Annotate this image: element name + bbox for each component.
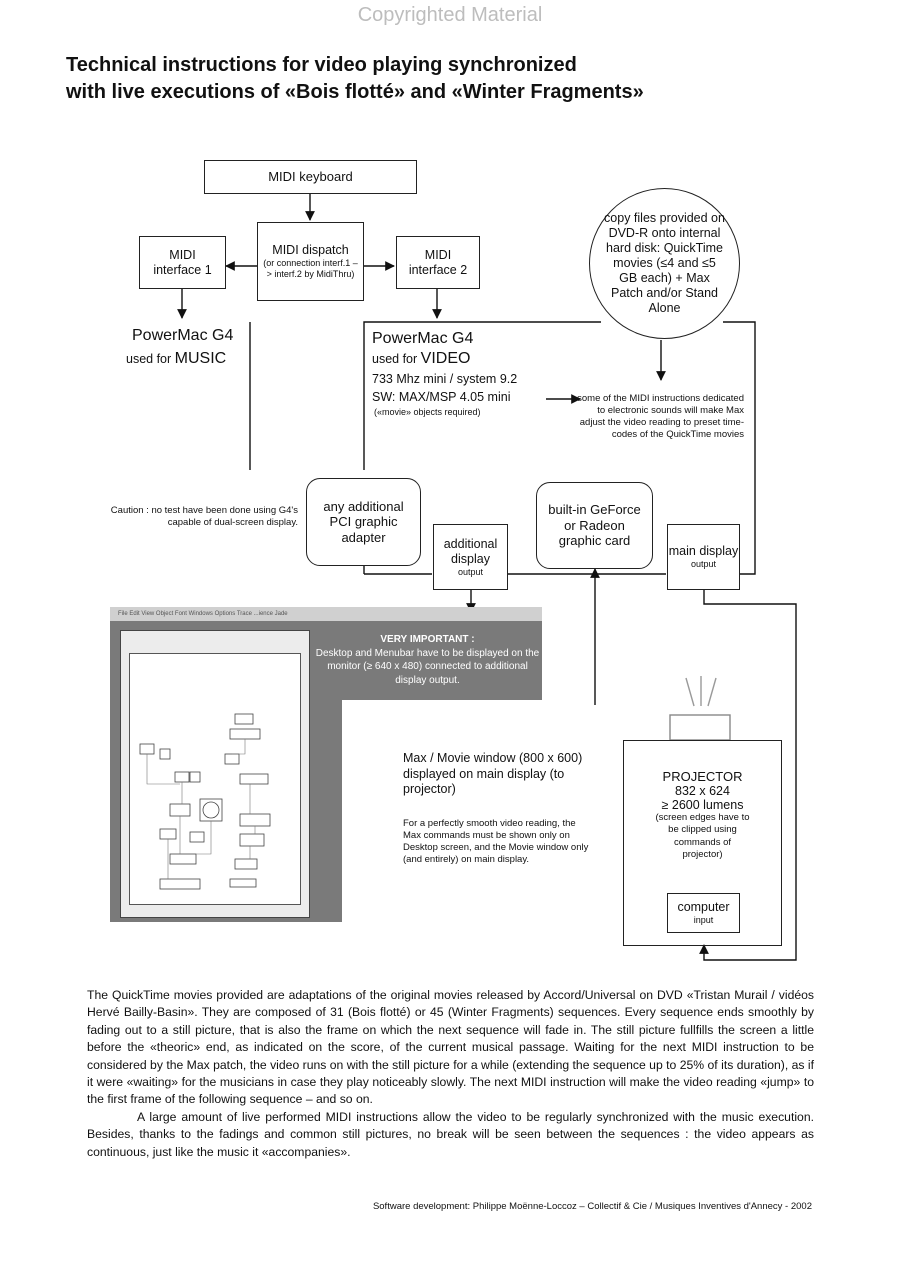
movie-window-area bbox=[342, 700, 542, 922]
watermark: Copyrighted Material bbox=[357, 4, 543, 26]
body-paragraph-1: The QuickTime movies provided are adapta… bbox=[87, 988, 814, 1107]
computer-input-label: computer bbox=[677, 900, 730, 915]
projector-node: PROJECTOR 832 x 624 ≥ 2600 lumens (scree… bbox=[623, 740, 782, 946]
pci-adapter-label: any additional PCI graphic adapter bbox=[323, 498, 404, 545]
video-machine-frame bbox=[363, 321, 601, 470]
projector-lumens: ≥ 2600 lumens bbox=[661, 798, 744, 812]
desktop-screenshot: File Edit View Object Font Windows Optio… bbox=[110, 607, 542, 922]
midi-keyboard-label: MIDI keyboard bbox=[268, 169, 353, 185]
powermac-video-spec-system: 733 Mhz mini / system 9.2 bbox=[372, 372, 518, 386]
copy-files-node: copy files provided on DVD-R onto intern… bbox=[589, 188, 740, 339]
powermac-music-usage-prefix: used for bbox=[126, 352, 172, 366]
powermac-video-usage: used for VIDEO bbox=[372, 349, 470, 369]
very-important-title: VERY IMPORTANT : bbox=[380, 634, 475, 645]
projector-lens bbox=[669, 714, 731, 741]
midi-interface-1-label: MIDI interface 1 bbox=[153, 247, 212, 277]
mock-patch-canvas bbox=[129, 653, 301, 905]
midi-keyboard-node: MIDI keyboard bbox=[204, 160, 417, 194]
computer-input-sub: input bbox=[693, 915, 714, 926]
powermac-video-spec-software: SW: MAX/MSP 4.05 mini bbox=[372, 390, 511, 404]
caution-note: Caution : no test have been done using G… bbox=[110, 505, 298, 528]
very-important-box: VERY IMPORTANT : Desktop and Menubar hav… bbox=[315, 633, 540, 687]
midi-instructions-note: some of the MIDI instructions dedicated … bbox=[577, 393, 744, 440]
midi-dispatch-note: (or connection interf.1 –> interf.2 by M… bbox=[263, 258, 358, 279]
cable-main-projector bbox=[699, 590, 797, 961]
very-important-text: Desktop and Menubar have to be displayed… bbox=[315, 647, 540, 686]
additional-display-label: additional display bbox=[443, 536, 498, 566]
mock-patch-objects bbox=[139, 713, 271, 890]
mock-menubar-items: File Edit View Object Font Windows Optio… bbox=[118, 611, 288, 617]
powermac-video-title: PowerMac G4 bbox=[372, 330, 474, 347]
powermac-music-title: PowerMac G4 bbox=[132, 327, 234, 344]
pci-adapter-node: any additional PCI graphic adapter bbox=[306, 478, 421, 566]
additional-display-sub: output bbox=[457, 566, 484, 577]
builtin-graphic-card-node: built-in GeForce or Radeon graphic card bbox=[536, 482, 653, 569]
powermac-video-usage-prefix: used for bbox=[372, 352, 418, 366]
projector-title: PROJECTOR bbox=[662, 769, 743, 784]
max-movie-window-label: Max / Movie window (800 x 600) displayed… bbox=[403, 751, 583, 797]
main-display-label: main display bbox=[668, 544, 739, 559]
mock-menubar: File Edit View Object Font Windows Optio… bbox=[110, 607, 542, 621]
midi-interface-1-node: MIDI interface 1 bbox=[139, 236, 226, 289]
smooth-reading-note: For a perfectly smooth video reading, th… bbox=[403, 818, 589, 865]
mock-max-patch-window bbox=[120, 630, 310, 918]
body-text: The QuickTime movies provided are adapta… bbox=[87, 987, 814, 1161]
midi-interface-2-label: MIDI interface 2 bbox=[408, 247, 468, 277]
page-title: Technical instructions for video playing… bbox=[66, 54, 644, 103]
midi-dispatch-node: MIDI dispatch (or connection interf.1 –>… bbox=[257, 222, 364, 301]
main-display-sub: output bbox=[690, 559, 717, 570]
powermac-video-usage-value: VIDEO bbox=[420, 350, 471, 367]
powermac-music-usage-value: MUSIC bbox=[174, 350, 227, 367]
video-machine-frame-right bbox=[723, 321, 756, 575]
body-paragraph-2: A large amount of live performed MIDI in… bbox=[87, 1109, 814, 1159]
projector-resolution: 832 x 624 bbox=[675, 784, 730, 798]
copy-files-label: copy files provided on DVD-R onto intern… bbox=[604, 211, 725, 315]
powermac-music-usage: used for MUSIC bbox=[126, 349, 226, 369]
main-display-node: main display output bbox=[667, 524, 740, 590]
midi-dispatch-label: MIDI dispatch bbox=[272, 243, 349, 258]
additional-display-node: additional display output bbox=[433, 524, 508, 590]
projector-note: (screen edges have to be clipped using c… bbox=[655, 812, 750, 861]
midi-interface-2-node: MIDI interface 2 bbox=[396, 236, 480, 289]
builtin-graphic-card-label: built-in GeForce or Radeon graphic card bbox=[548, 502, 641, 549]
computer-input-node: computer input bbox=[667, 893, 740, 933]
powermac-video-spec-note: («movie» objects required) bbox=[374, 407, 481, 417]
credits: Software development: Philippe Moënne-Lo… bbox=[372, 1201, 812, 1212]
